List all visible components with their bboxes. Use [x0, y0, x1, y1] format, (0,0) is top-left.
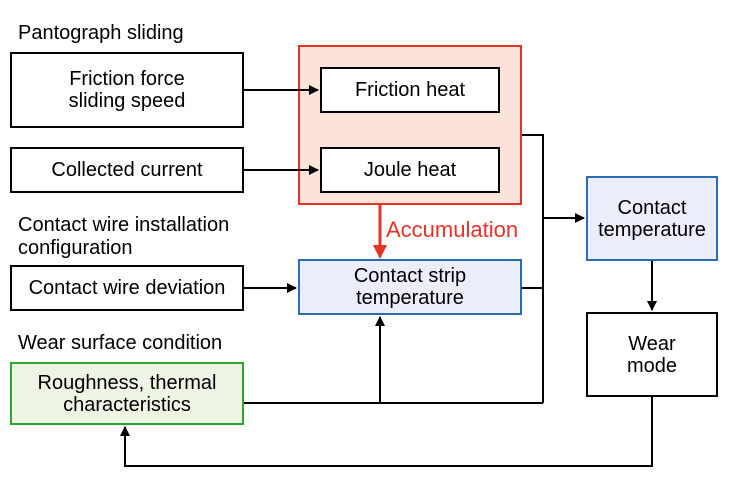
accumulation-label: Accumulation — [386, 217, 519, 242]
friction-heat-box: Friction heat — [320, 67, 500, 113]
friction-force-box: Friction force sliding speed — [10, 52, 244, 128]
joule-heat-box: Joule heat — [320, 147, 500, 193]
friction-force-line2: sliding speed — [68, 90, 186, 112]
wire-deviation-box: Contact wire deviation — [10, 265, 244, 311]
group-label-installation-2: configuration — [18, 237, 133, 259]
roughness-box: Roughness, thermal characteristics — [10, 362, 244, 425]
group-label-installation-1: Contact wire installation — [18, 214, 230, 236]
wear-mode-box: Wear mode — [586, 312, 718, 397]
collected-current-box: Collected current — [10, 147, 244, 193]
group-label-wear-surface: Wear surface condition — [18, 332, 223, 354]
wire-deviation-label: Contact wire deviation — [28, 277, 226, 299]
contact-temp-line1: Contact — [617, 196, 687, 219]
roughness-line2: characteristics — [63, 393, 191, 416]
wear-mode-line2: mode — [626, 354, 678, 377]
friction-heat-label: Friction heat — [354, 79, 466, 101]
contact-temperature-box: Contact temperature — [586, 176, 718, 261]
strip-temp-line1: Contact strip — [353, 265, 467, 287]
friction-force-line1: Friction force — [69, 68, 185, 90]
collected-current-label: Collected current — [51, 159, 203, 181]
strip-temp-line2: temperature — [356, 287, 464, 309]
arrow-wear-feedback — [120, 397, 653, 467]
roughness-line1: Roughness, thermal — [37, 371, 217, 394]
group-label-pantograph: Pantograph sliding — [18, 22, 184, 44]
line-heat-to-bus — [522, 134, 544, 403]
joule-heat-label: Joule heat — [363, 159, 457, 181]
strip-temperature-box: Contact strip temperature — [298, 259, 522, 315]
wear-mode-line1: Wear — [628, 332, 676, 355]
contact-temp-line2: temperature — [598, 218, 706, 241]
